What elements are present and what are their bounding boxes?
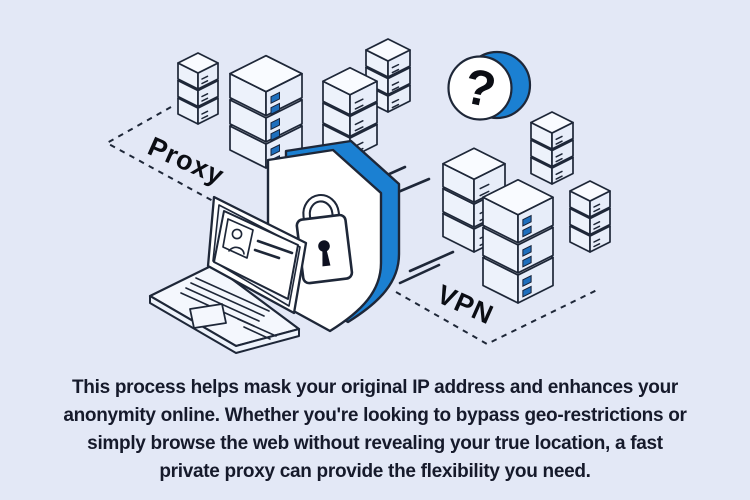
keyhole-tail bbox=[322, 248, 331, 267]
server-vent-dash bbox=[391, 98, 400, 104]
server-led bbox=[522, 214, 532, 227]
server-vent-dash bbox=[201, 110, 209, 115]
server-stack-icon bbox=[530, 111, 574, 185]
server-vent-dash bbox=[479, 183, 490, 190]
padlock-shackle-inner bbox=[304, 196, 339, 223]
server-led bbox=[522, 255, 532, 268]
server-vent-dash bbox=[593, 243, 601, 248]
laptop-icon bbox=[148, 195, 308, 354]
server-vent-dash bbox=[391, 68, 400, 74]
proxy-label: Proxy bbox=[144, 131, 229, 191]
question-mark-icon: ? bbox=[447, 50, 532, 121]
server-vent-dash bbox=[479, 190, 490, 197]
key-row-line bbox=[243, 326, 271, 340]
key-row-line bbox=[190, 282, 265, 317]
server-led bbox=[522, 274, 532, 287]
server-vent-dash bbox=[201, 97, 209, 102]
server-led bbox=[522, 285, 532, 298]
server-vent-dash bbox=[555, 135, 563, 141]
server-led bbox=[270, 128, 280, 142]
server-vent-dash bbox=[391, 103, 400, 109]
keyhole bbox=[318, 240, 330, 252]
server-vent-dash bbox=[354, 104, 364, 110]
server-vent-dash bbox=[201, 80, 209, 85]
caption-line: private proxy can provide the flexibilit… bbox=[159, 461, 591, 482]
server-vent-dash bbox=[354, 120, 364, 126]
key-row-line bbox=[237, 318, 277, 337]
slash-line bbox=[408, 250, 455, 273]
server-vent-dash bbox=[593, 225, 601, 230]
server-vent-dash bbox=[555, 153, 563, 158]
server-vent-dash bbox=[555, 140, 563, 145]
avatar-shoulders bbox=[228, 246, 245, 255]
server-vent-dash bbox=[555, 175, 563, 180]
server-vent-dash bbox=[593, 208, 601, 213]
caption-line: anonymity online. Whether you're looking… bbox=[63, 405, 687, 426]
server-vent-dash bbox=[593, 238, 601, 243]
caption: This process helps mask your original IP… bbox=[0, 374, 750, 486]
server-vent-dash bbox=[555, 157, 563, 163]
server-led bbox=[270, 143, 280, 157]
server-led bbox=[270, 91, 280, 104]
key-row-line bbox=[195, 277, 270, 312]
server-vent-dash bbox=[391, 63, 400, 69]
server-vent-dash bbox=[201, 75, 209, 80]
padlock-icon bbox=[295, 194, 354, 285]
coin-face bbox=[447, 55, 513, 121]
avatar-head bbox=[231, 228, 243, 240]
server-vent-dash bbox=[354, 98, 364, 104]
server-vent-dash bbox=[354, 126, 364, 132]
server-led bbox=[270, 102, 280, 115]
proxy-route-dashed-line bbox=[104, 106, 214, 202]
server-stack-icon bbox=[482, 178, 554, 304]
server-stack-icon bbox=[229, 54, 303, 169]
server-vent-dash bbox=[391, 86, 400, 91]
slash-line bbox=[398, 263, 441, 285]
server-vent-dash bbox=[593, 203, 601, 208]
trackpad bbox=[189, 303, 227, 329]
card-text-line bbox=[253, 248, 281, 260]
server-vent-dash bbox=[201, 115, 209, 120]
card-text-line bbox=[256, 239, 294, 255]
server-led bbox=[522, 225, 532, 238]
server-vent-dash bbox=[593, 221, 601, 226]
server-vent-dash bbox=[391, 81, 400, 86]
server-vent-dash bbox=[555, 170, 563, 176]
caption-line: simply browse the web without revealing … bbox=[87, 433, 663, 454]
server-stack-icon bbox=[177, 52, 219, 125]
server-stacks bbox=[177, 38, 611, 304]
proxy-vpn-illustration: ? Proxy VPN bbox=[104, 38, 611, 354]
server-led bbox=[270, 117, 280, 131]
server-led bbox=[522, 244, 532, 257]
caption-line: This process helps mask your original IP… bbox=[71, 377, 678, 398]
vpn-route-dashed-line bbox=[395, 289, 598, 346]
server-vent-dash bbox=[201, 93, 209, 98]
id-card-icon bbox=[213, 210, 299, 300]
server-stack-icon bbox=[569, 180, 611, 253]
laptop-base-rim bbox=[149, 295, 300, 354]
